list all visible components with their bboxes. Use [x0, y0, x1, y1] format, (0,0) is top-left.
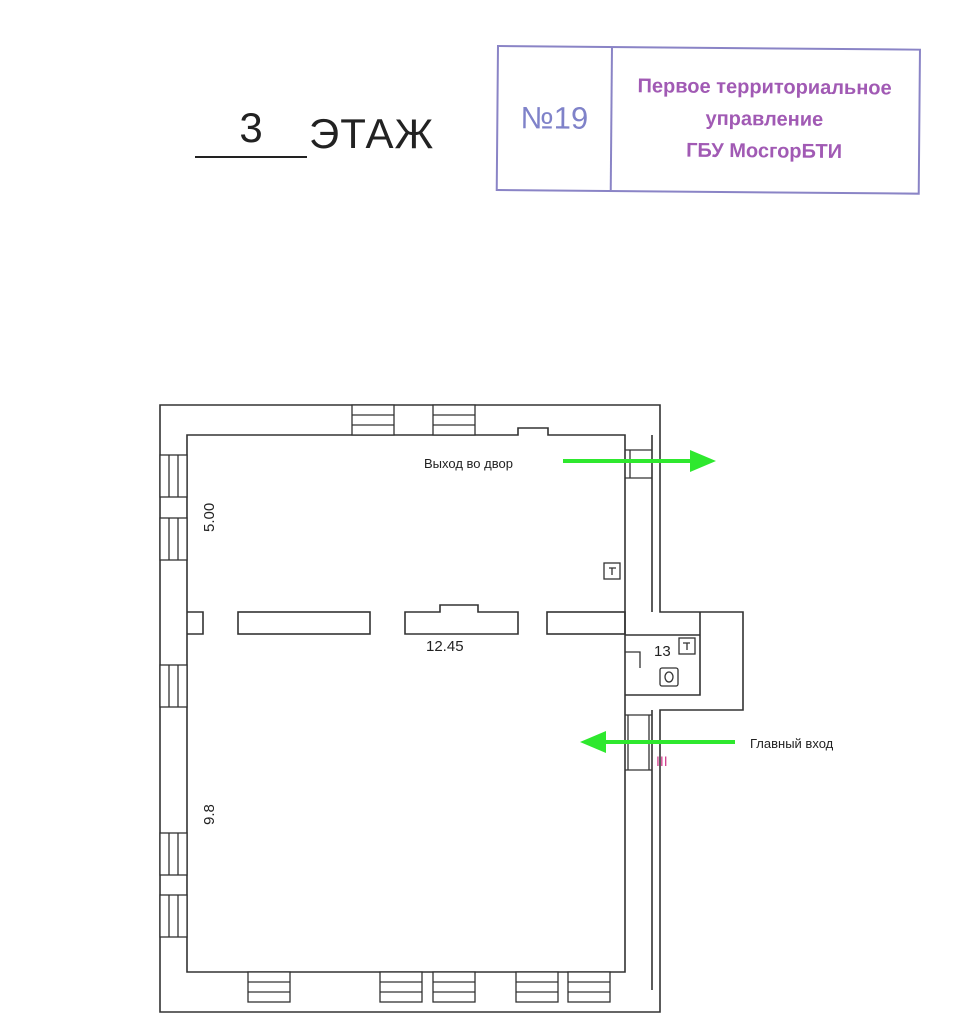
main-entrance-label: Главный вход [750, 736, 834, 751]
room-13-walls [625, 612, 701, 696]
sink-symbol-mark [683, 642, 690, 650]
partition-right [546, 611, 626, 635]
dimension-bottom-left: 9.8 [201, 804, 218, 825]
window [432, 404, 476, 436]
main-entrance-arrow [580, 731, 735, 753]
inner-wall [186, 427, 626, 973]
courtyard-door [625, 449, 652, 479]
floor-number: 3 [195, 100, 307, 158]
exit-arrow [563, 450, 716, 472]
window [159, 664, 188, 708]
window [247, 971, 291, 1003]
window [567, 971, 611, 1003]
toilet-bowl [664, 671, 674, 683]
walls [159, 404, 744, 1013]
entrance-mark: III [656, 753, 668, 769]
toilet-symbol [659, 667, 679, 687]
floor-word: ЭТАЖ [309, 110, 435, 157]
window [515, 971, 559, 1003]
partition-left [237, 611, 371, 635]
window [159, 517, 188, 561]
outer-wall [159, 404, 744, 1013]
room-number: 13 [654, 643, 671, 660]
wall-gap-left [187, 611, 204, 635]
window [159, 454, 188, 498]
sink-symbol [678, 637, 696, 655]
partition-middle [404, 604, 519, 635]
windows [159, 404, 611, 1003]
exit-label: Выход во двор [424, 456, 513, 471]
window [159, 832, 188, 876]
window [159, 894, 188, 938]
shaft-symbol-mark [609, 567, 616, 575]
window [432, 971, 476, 1003]
doors [603, 449, 696, 771]
window [379, 971, 423, 1003]
main-door [625, 714, 652, 771]
dimension-middle: 12.45 [426, 638, 464, 655]
dimension-top-left: 5.00 [201, 503, 218, 532]
window [351, 404, 395, 436]
room-13-door [625, 651, 641, 668]
shaft-symbol [603, 562, 621, 580]
